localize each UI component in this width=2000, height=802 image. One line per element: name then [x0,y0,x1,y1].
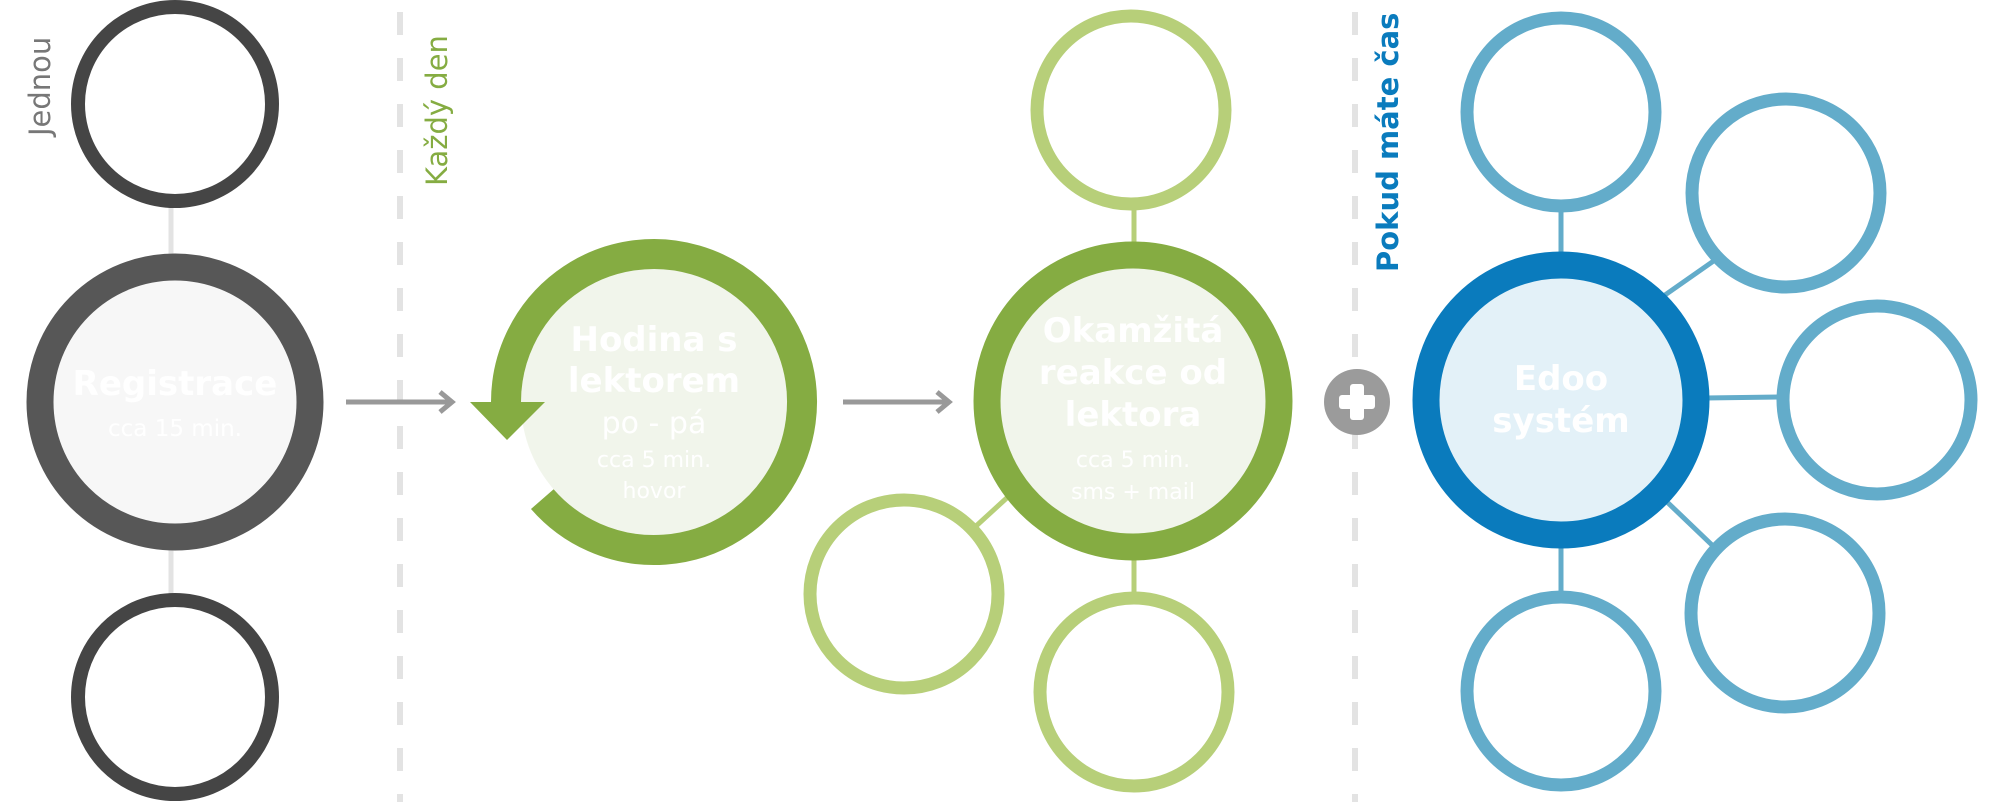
reaction-title-line-1: Okamžitá [1043,311,1224,351]
edoo-title-line-1: Edoo [1514,359,1608,399]
lesson-type: hovor [623,479,687,504]
satellite-circle [71,0,279,208]
registration-node [26,253,324,551]
lesson-title-line-1: Hodina s [570,320,737,360]
satellite-circle [1033,591,1235,793]
arrow-right-icon [843,390,953,414]
cycle-arrow-head-icon [470,402,545,440]
connector-line [1663,498,1714,547]
connector-line [1704,394,1781,401]
lesson-days: po - pá [602,406,707,441]
registration-duration: cca 15 min. [108,416,242,442]
edoo-system-node [1412,251,1710,549]
instant-reaction-node [973,241,1293,561]
reaction-channels: sms + mail [1071,480,1195,505]
satellite-circle [1685,92,1887,294]
connector-line [1663,257,1717,298]
satellite-circle [803,493,1005,695]
lesson-duration: cca 5 min. [597,448,711,473]
satellite-circle [1030,9,1232,211]
section-daily-lesson: Hodina s lektorem po - pá cca 5 min. hov… [470,239,817,565]
lesson-title-line-2: lektorem [568,361,740,401]
section-edoo-system: Edoo systém [1412,11,1978,792]
section-label-if-time: Pokud máte čas [1371,13,1405,272]
satellite-circle [1776,299,1978,501]
section-label-once: Jednou [23,37,57,138]
satellite-circle [1460,590,1662,792]
arrow-right-icon [346,390,456,414]
edoo-title-line-2: systém [1492,401,1629,441]
connector-line [973,493,1012,529]
reaction-duration: cca 5 min. [1076,448,1190,473]
registration-title: Registrace [73,364,278,404]
cycle-arrow-arc [491,239,817,565]
lesson-node-fill [521,269,787,535]
plus-icon [1324,369,1390,435]
section-label-daily: Každý den [420,35,454,186]
section-instant-reaction: Okamžitá reakce od lektora cca 5 min. sm… [803,9,1293,793]
reaction-title-line-2: reakce od [1039,353,1227,393]
reaction-title-line-3: lektora [1065,395,1202,435]
section-registration: Registrace cca 15 min. [26,0,324,801]
satellite-circle [1460,11,1662,213]
satellite-circle [1684,512,1886,714]
satellite-circle [71,593,279,801]
